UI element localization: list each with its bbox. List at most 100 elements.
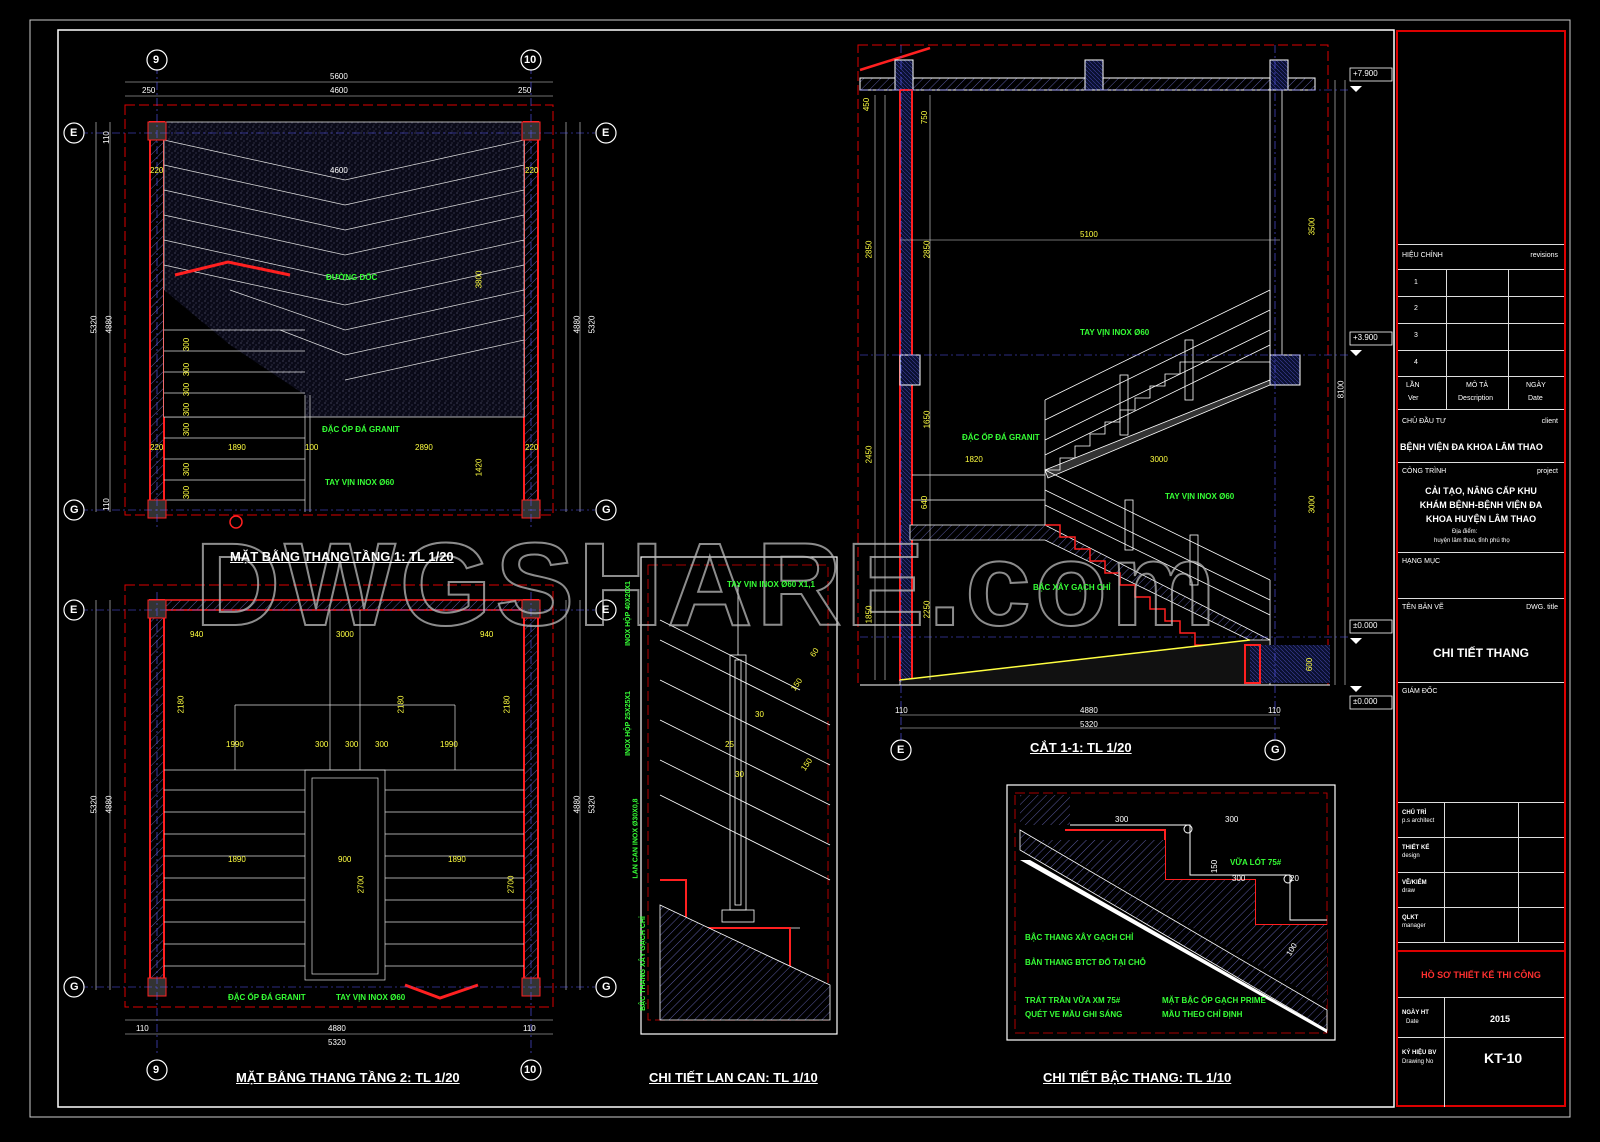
dim-2180-a: 2180 bbox=[176, 695, 186, 714]
tb-draw: draw bbox=[1402, 888, 1416, 894]
tb-ve: VẼ/KIỂM bbox=[1402, 880, 1427, 886]
grid-10-bottom: 10 bbox=[524, 1064, 537, 1076]
dim-2700-a: 2700 bbox=[356, 875, 366, 894]
dim-4880-f: 4880 bbox=[1080, 706, 1098, 715]
dim-100-a: 100 bbox=[305, 443, 319, 452]
note-bac-xay: BẬC XÂY GẠCH CHỈ bbox=[1033, 583, 1111, 592]
plan-floor-2 bbox=[80, 584, 595, 1055]
tb-qlkt: QLKT bbox=[1402, 915, 1419, 921]
note-step-1: BẬC THANG XÂY GẠCH CHỈ bbox=[1025, 933, 1134, 942]
dim-30-a: 30 bbox=[755, 710, 764, 719]
note-inox-hop-2: INOX HỘP 25X25X1 bbox=[624, 691, 632, 756]
tb-ten-ban-ve: TÊN BẢN VẼ bbox=[1402, 604, 1444, 611]
dim-250-b: 250 bbox=[518, 86, 532, 95]
note-tay-vin-1: TAY VỊN INOX Ø60 bbox=[325, 478, 395, 487]
note-step-3: TRÁT TRẦN VỮA XM 75# bbox=[1025, 996, 1121, 1005]
tb-project-label: project bbox=[1536, 468, 1558, 475]
dim-5320-f: 5320 bbox=[1080, 720, 1098, 729]
tb-client-label: client bbox=[1541, 418, 1558, 425]
dim-2180-b: 2180 bbox=[502, 695, 512, 714]
note-lan-can: LAN CAN INOX Ø30X0,8 bbox=[632, 798, 640, 879]
dim-110-d: 110 bbox=[523, 1024, 536, 1033]
tb-drawing-no: KT-10 bbox=[1484, 1050, 1523, 1066]
dim-1990-b: 1990 bbox=[440, 740, 458, 749]
dim-220-c: 220 bbox=[150, 166, 164, 175]
dim-5320-e: 5320 bbox=[587, 795, 597, 814]
dim-300-g: 300 bbox=[182, 485, 192, 500]
tb-ver: Ver bbox=[1408, 395, 1419, 402]
dim-300-l: 300 bbox=[1225, 815, 1239, 824]
tb-project-line-1: CẢI TẠO, NÂNG CẤP KHU bbox=[1425, 486, 1537, 496]
title-step: CHI TIẾT BẬC THANG: TL 1/10 bbox=[1043, 1070, 1232, 1085]
note-inox-hop-1: INOX HỘP 40X20X1 bbox=[624, 581, 632, 646]
note-step-4: QUÉT VE MẦU GHI SÁNG bbox=[1025, 1010, 1123, 1019]
grid-9-bottom: 9 bbox=[153, 1064, 160, 1076]
tb-rev-4: 4 bbox=[1414, 359, 1418, 366]
note-tay-vin-2: TAY VỊN INOX Ø60 bbox=[336, 993, 406, 1002]
dim-900: 900 bbox=[338, 855, 352, 864]
tb-project-name: CẢI TẠO, NÂNG CẤP KHU KHÁM BỆNH-BỆNH VIỆ… bbox=[1398, 484, 1564, 526]
level-7900: +7.900 bbox=[1353, 69, 1378, 78]
grid-e-4: E bbox=[602, 604, 610, 616]
dim-2250: 2250 bbox=[922, 600, 932, 619]
dim-220-b: 220 bbox=[525, 443, 539, 452]
tb-drawing-no-label: Drawing No bbox=[1402, 1059, 1434, 1065]
dim-2700-b: 2700 bbox=[506, 875, 516, 894]
grid-g-1: G bbox=[70, 504, 79, 516]
tb-lan: LẦN bbox=[1406, 382, 1420, 389]
tb-client-name: BỆNH VIỆN ĐA KHOA LÂM THAO bbox=[1400, 442, 1543, 452]
dim-300-j: 300 bbox=[375, 740, 389, 749]
dim-1850: 1850 bbox=[864, 605, 874, 624]
grid-g-3: G bbox=[70, 981, 79, 993]
dim-300-c: 300 bbox=[182, 382, 192, 397]
dim-1890-c: 1890 bbox=[448, 855, 466, 864]
dim-110-f: 110 bbox=[1268, 706, 1281, 715]
tb-manager: manager bbox=[1402, 923, 1426, 929]
drawing-frame bbox=[57, 29, 1395, 1108]
note-tay-vin-railing: TAY VỊN INOX Ø60 X1,1 bbox=[727, 580, 815, 589]
note-step-5: MẶT BẬC ỐP GẠCH PRIME bbox=[1162, 996, 1266, 1005]
dim-940-b: 940 bbox=[480, 630, 494, 639]
dim-2180-c: 2180 bbox=[396, 695, 406, 714]
tb-rev-2: 2 bbox=[1414, 305, 1418, 312]
dim-4600-b: 4600 bbox=[330, 166, 348, 175]
dim-300-m: 300 bbox=[1232, 874, 1246, 883]
note-op-da-2: ĐẶC ỐP ĐÁ GRANIT bbox=[228, 993, 306, 1002]
grid-g-section: G bbox=[1271, 744, 1280, 756]
note-tay-vin-3: TAY VỊN INOX Ø60 bbox=[1080, 328, 1150, 337]
dim-110-e: 110 bbox=[895, 706, 908, 715]
title-section: CẮT 1-1: TL 1/20 bbox=[1030, 740, 1132, 755]
dim-4880-e: 4880 bbox=[572, 795, 582, 814]
dim-300-k: 300 bbox=[1115, 815, 1129, 824]
dim-2890: 2890 bbox=[415, 443, 433, 452]
grid-9-top: 9 bbox=[153, 54, 160, 66]
dim-4880-a: 4880 bbox=[104, 315, 114, 334]
dim-3800: 3800 bbox=[474, 270, 484, 289]
tb-ky-hieu: KÝ HIỆU BV bbox=[1402, 1050, 1437, 1056]
dim-2850-b: 2850 bbox=[922, 240, 932, 259]
sheet-border bbox=[29, 19, 1571, 1118]
dim-1990-a: 1990 bbox=[226, 740, 244, 749]
tb-project-line-3: KHOA HUYỆN LÂM THAO bbox=[1425, 514, 1537, 524]
dim-3000-a: 3000 bbox=[336, 630, 354, 639]
tb-year: 2015 bbox=[1490, 1014, 1511, 1024]
dim-110-a: 110 bbox=[101, 131, 111, 144]
tb-chu-tri: CHỦ TRÌ bbox=[1402, 810, 1427, 816]
grid-e-2: E bbox=[602, 127, 610, 139]
tb-hieu-chinh: HIỆU CHỈNH bbox=[1402, 252, 1443, 259]
level-0000-a: ±0.000 bbox=[1353, 621, 1378, 630]
dim-4880-b: 4880 bbox=[572, 315, 582, 334]
section-1-1 bbox=[857, 44, 1393, 740]
dim-640: 640 bbox=[920, 495, 930, 510]
step-detail bbox=[1006, 784, 1336, 1041]
tb-drawing-name: CHI TIẾT THANG bbox=[1433, 646, 1529, 660]
dim-3500: 3500 bbox=[1307, 217, 1317, 236]
dim-4880-c: 4880 bbox=[328, 1024, 346, 1033]
dim-2450: 2450 bbox=[864, 445, 874, 464]
tb-ho-so: HỒ SƠ THIẾT KẾ THI CÔNG bbox=[1421, 970, 1541, 980]
grid-g-2: G bbox=[602, 504, 611, 516]
tb-description: Description bbox=[1458, 395, 1494, 402]
dim-750: 750 bbox=[920, 110, 930, 125]
dim-25: 25 bbox=[725, 740, 734, 749]
